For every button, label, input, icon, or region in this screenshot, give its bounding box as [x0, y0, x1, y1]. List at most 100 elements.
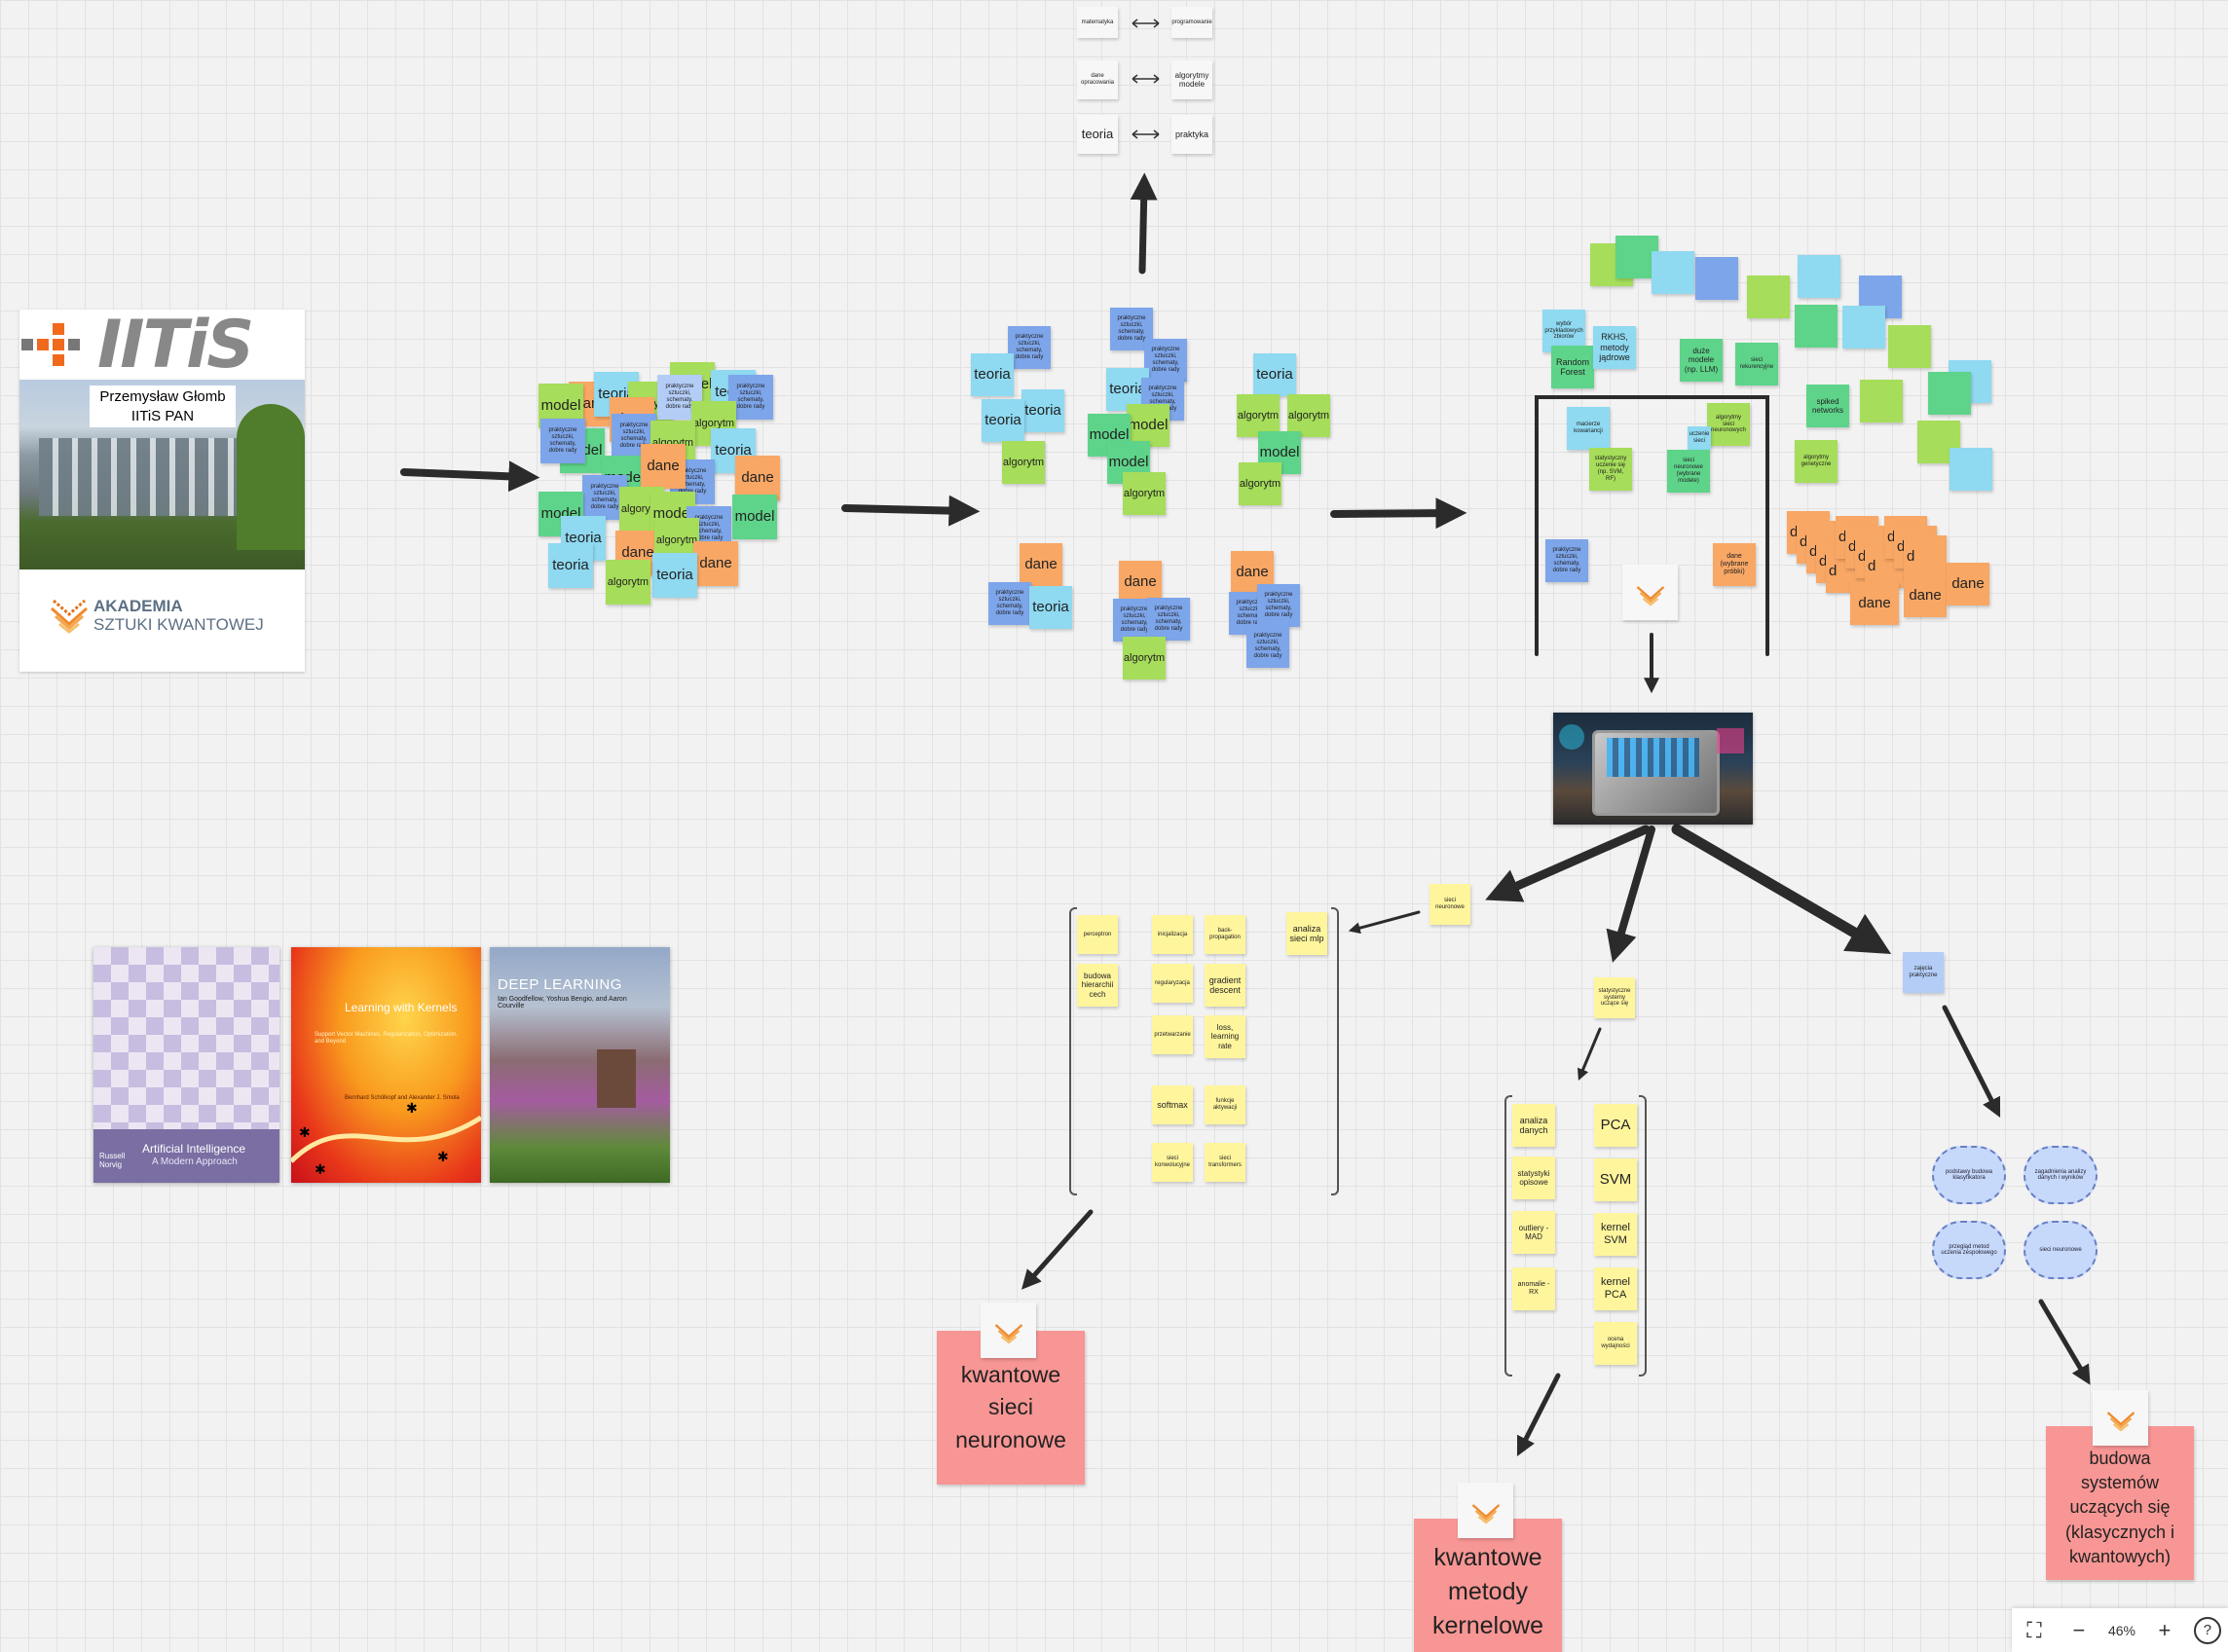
note-algorytm[interactable]: algorytm	[1123, 472, 1166, 515]
note-rady[interactable]: praktyczne sztuczki, schematy, dobre rad…	[1246, 625, 1289, 668]
note-teoria[interactable]: teoria	[548, 543, 593, 588]
nn-item-transformers[interactable]: sieci transformers	[1205, 1143, 1245, 1182]
blank-note[interactable]	[1615, 236, 1658, 278]
note-data-samples[interactable]: dane (wybrane próbki)	[1713, 543, 1756, 586]
cloud-data-analysis[interactable]: zagadnienia analizy danych i wyników	[2024, 1146, 2098, 1204]
note-covariance[interactable]: macierze kowariancji	[1567, 407, 1610, 450]
stat-item-data-analysis[interactable]: analiza danych	[1512, 1104, 1555, 1147]
note-algorytm[interactable]: algorytm	[1002, 441, 1045, 484]
blank-note[interactable]	[1842, 306, 1885, 349]
note-large-models[interactable]: duże modele (np. LLM)	[1680, 339, 1723, 382]
cloud-neural[interactable]: sieci neuronowe	[2024, 1221, 2098, 1279]
book-deep-learning[interactable]: DEEP LEARNING Ian Goodfellow, Yoshua Ben…	[490, 947, 670, 1183]
note-rkhs[interactable]: RKHS, metody jądrowe	[1593, 326, 1636, 369]
note-algorytm[interactable]: algorytm	[606, 560, 650, 605]
nn-item-activation[interactable]: funkcje aktywacji	[1205, 1085, 1245, 1124]
outcome-learning-systems[interactable]: budowa systemów uczących się (klasycznyc…	[2046, 1426, 2194, 1580]
note-stat-learning[interactable]: statystyczny uczenie się (np. SVM, RF)	[1589, 448, 1632, 491]
toolbox-image[interactable]	[1553, 713, 1753, 825]
note-algorytm[interactable]: algorytm	[1287, 394, 1330, 437]
note-rady[interactable]: praktyczne sztuczki, schematy, dobre rad…	[1147, 598, 1190, 641]
blank-note[interactable]	[1652, 251, 1694, 294]
pair-right-2[interactable]: algorytmy modele	[1171, 60, 1212, 99]
note-mini[interactable]: uczenie sieci	[1688, 426, 1711, 450]
nn-item-hierarchy[interactable]: budowa hierarchii cech	[1077, 964, 1118, 1007]
nn-item-gradient[interactable]: gradient descent	[1205, 964, 1245, 1007]
nn-item-processing[interactable]: przetwarzanie	[1152, 1015, 1193, 1054]
branch-statistical[interactable]: statystyczne systemy uczące się	[1594, 977, 1635, 1018]
pair-right-3[interactable]: praktyka	[1171, 115, 1212, 154]
blank-note[interactable]	[1928, 372, 1971, 415]
note-dane[interactable]: dane	[1904, 574, 1947, 617]
note-tricks[interactable]: praktyczne sztuczki, schematy, dobre rad…	[1545, 539, 1588, 582]
note-teoria[interactable]: teoria	[1021, 389, 1064, 432]
note-rady[interactable]: praktyczne sztuczki, schematy, dobre rad…	[540, 419, 585, 463]
blank-note[interactable]	[1888, 325, 1931, 368]
cloud-classifier[interactable]: podstawy budowa klasyfikatora	[1932, 1146, 2006, 1204]
zoom-in-button[interactable]: +	[2158, 1617, 2172, 1642]
stat-item-evaluation[interactable]: ocena wydajności	[1594, 1322, 1637, 1365]
note-dane[interactable]: dane	[693, 541, 738, 586]
note-dane[interactable]: dane	[1947, 563, 1989, 606]
note-dane[interactable]: dane	[1119, 561, 1162, 604]
note-genetic[interactable]: algorytmy genetyczne	[1795, 440, 1838, 483]
note-rady[interactable]: praktyczne sztuczki, schematy, dobre rad…	[1144, 339, 1187, 382]
zoom-out-button[interactable]: −	[2072, 1617, 2086, 1642]
branch-practical[interactable]: zajęcia praktyczne	[1903, 952, 1944, 993]
blank-note[interactable]	[1860, 380, 1903, 422]
iitis-card[interactable]: IITiS Przemysław Głomb IITiS PAN AKADEMI…	[19, 307, 305, 672]
note-random-forest[interactable]: Random Forest	[1551, 346, 1594, 388]
note-nn-models[interactable]: sieci neuronowe (wybrane modele)	[1667, 450, 1710, 493]
stat-item-outliers[interactable]: outliery - MAD	[1512, 1211, 1555, 1254]
note-mlp-analysis[interactable]: analiza sieci mlp	[1286, 912, 1327, 955]
help-icon[interactable]: ?	[2193, 1616, 2221, 1644]
stat-item-pca[interactable]: PCA	[1594, 1104, 1637, 1147]
nn-item-regularization[interactable]: regularyzacja	[1152, 964, 1193, 1003]
note-rady[interactable]: praktyczne sztuczki, schematy, dobre rad…	[1257, 584, 1300, 627]
note-dane[interactable]: dane	[1850, 582, 1899, 625]
note-rady[interactable]: praktyczne sztuczki, schematy, dobre rad…	[988, 582, 1031, 625]
pair-left-1[interactable]: matematyka	[1077, 7, 1118, 38]
book-ai-modern-approach[interactable]: Artificial Intelligence A Modern Approac…	[93, 947, 279, 1183]
note-d[interactable]: d	[1904, 535, 1947, 578]
blank-note[interactable]	[1798, 255, 1840, 298]
cloud-ensemble[interactable]: przegląd metod uczenia zespołowego	[1932, 1221, 2006, 1279]
fit-frame-icon[interactable]: ⛶	[2026, 1617, 2042, 1642]
blank-note[interactable]	[1695, 257, 1738, 300]
nn-item-softmax[interactable]: softmax	[1152, 1085, 1193, 1124]
note-dane[interactable]: dane	[735, 456, 780, 500]
outcome-quantum-kernels[interactable]: kwantowe metody kernelowe	[1414, 1519, 1562, 1652]
note-teoria[interactable]: teoria	[652, 553, 697, 598]
nn-item-loss[interactable]: loss, learning rate	[1205, 1015, 1245, 1058]
blank-note[interactable]	[1747, 275, 1790, 318]
blank-note[interactable]	[1795, 305, 1838, 348]
note-rady[interactable]: praktyczne sztuczki, schematy, dobre rad…	[1008, 326, 1051, 369]
nn-item-init[interactable]: inicjalizacja	[1152, 915, 1193, 954]
note-algorytm[interactable]: algorytm	[1123, 637, 1166, 679]
book-learning-with-kernels[interactable]: Learning with Kernels Support Vector Mac…	[291, 947, 481, 1183]
stat-item-descriptive[interactable]: statystyki opisowe	[1512, 1156, 1555, 1199]
note-tiny-data[interactable]: wybór przykładowych zbiorów	[1542, 310, 1585, 352]
note-algorithms-nn[interactable]: algorytmy sieci neuronowych	[1707, 403, 1750, 446]
note-teoria[interactable]: teoria	[982, 399, 1024, 442]
note-dane[interactable]: dane	[1020, 543, 1062, 586]
stat-item-kernel-pca[interactable]: kernel PCA	[1594, 1267, 1637, 1310]
pair-left-2[interactable]: dane opracowania	[1077, 60, 1118, 99]
stat-item-anomalies[interactable]: anomalie - RX	[1512, 1267, 1555, 1310]
note-model[interactable]: model	[732, 495, 777, 539]
nn-item-conv[interactable]: sieci konwolucyjne	[1152, 1143, 1193, 1182]
stat-item-svm[interactable]: SVM	[1594, 1158, 1637, 1201]
note-teoria[interactable]: teoria	[971, 353, 1014, 396]
pair-left-3[interactable]: teoria	[1077, 115, 1118, 154]
note-algorytm[interactable]: algorytm	[1239, 462, 1281, 505]
pair-right-1[interactable]: programowanie	[1171, 7, 1212, 38]
note-model[interactable]: model	[1127, 404, 1170, 447]
note-rnn[interactable]: sieci rekurencyjne	[1735, 343, 1778, 385]
note-teoria[interactable]: teoria	[1253, 353, 1296, 396]
note-teoria[interactable]: teoria	[1029, 586, 1072, 629]
branch-neural-networks[interactable]: sieci neuronowe	[1430, 884, 1470, 925]
note-algorytm[interactable]: algorytm	[1237, 394, 1280, 437]
note-dane[interactable]: dane	[641, 444, 686, 489]
nn-item-backprop[interactable]: back-propagation	[1205, 915, 1245, 954]
nn-item-perceptron[interactable]: perceptron	[1077, 915, 1118, 954]
